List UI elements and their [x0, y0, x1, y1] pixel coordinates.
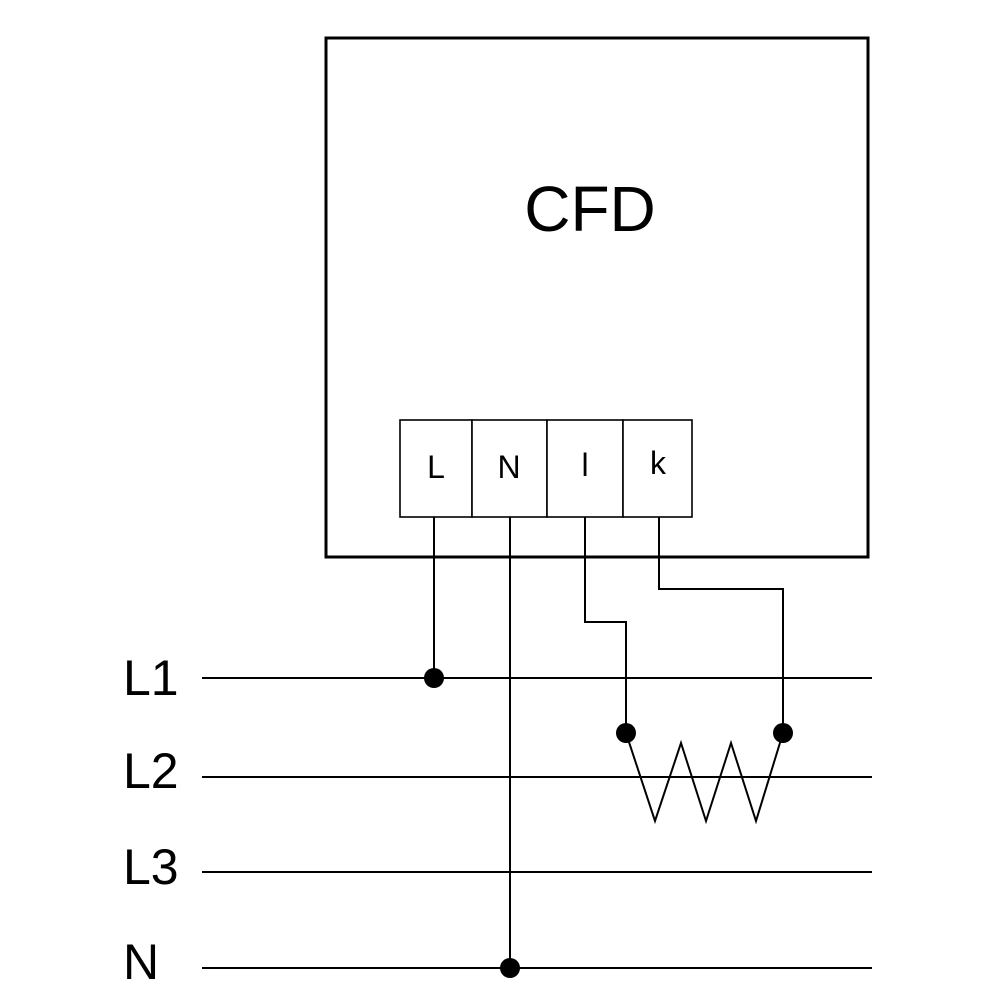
terminal-l: [399, 419, 473, 518]
terminal-l-label: L: [427, 449, 445, 485]
terminal-k: [622, 419, 693, 518]
junction-resistor-left: [616, 723, 636, 743]
line-l1-label: L1: [123, 650, 179, 706]
terminal-small-l-label: l: [581, 447, 588, 483]
line-n-label: N: [123, 934, 159, 990]
device-name: CFD: [524, 173, 656, 245]
terminal-k-label: k: [650, 445, 667, 481]
wire-small-l-to-sensor: [584, 517, 627, 733]
terminal-block: L N l k: [399, 419, 693, 518]
wire-k-to-sensor: [658, 517, 784, 733]
terminal-n: [471, 419, 548, 518]
line-l3-label: L3: [123, 839, 179, 895]
line-l2-label: L2: [123, 743, 179, 799]
terminal-n-label: N: [497, 449, 520, 485]
junction-l1: [424, 668, 444, 688]
junction-n: [500, 958, 520, 978]
junction-resistor-right: [773, 723, 793, 743]
resistor-icon: [625, 732, 784, 825]
